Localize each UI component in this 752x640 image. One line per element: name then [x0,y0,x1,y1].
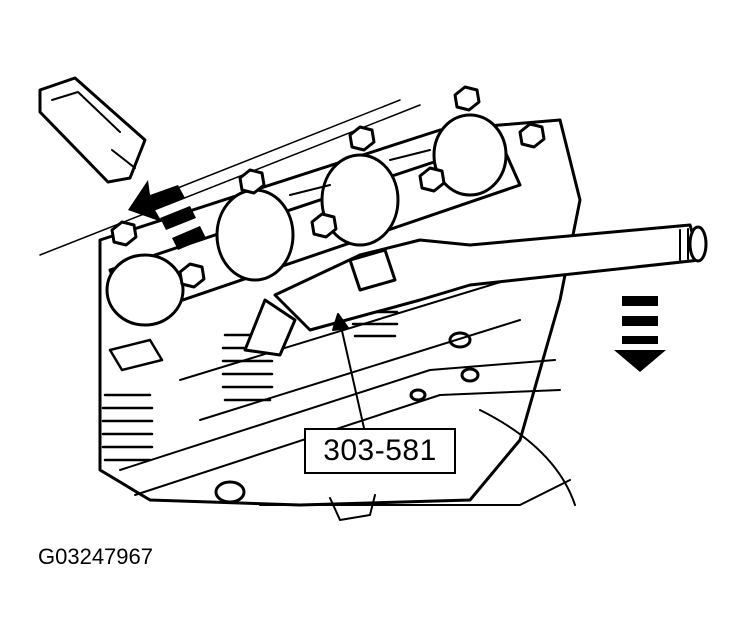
tool-number-label: 303-581 [323,434,437,467]
valve-spring-compressor-tool [243,223,708,357]
camshaft [105,113,522,327]
bolts [110,85,546,289]
callout-leader [332,313,365,429]
arrow-up-left-icon [128,180,206,250]
rocker-arm-icon [38,76,147,184]
figure-id: G03247967 [38,544,153,569]
tool-number-callout: 303-581 [304,428,456,474]
arrow-down-icon [614,296,666,372]
